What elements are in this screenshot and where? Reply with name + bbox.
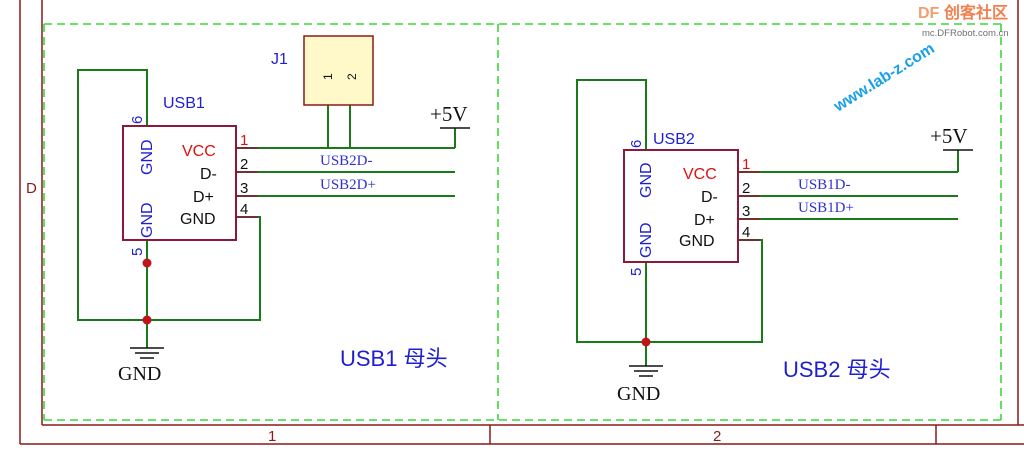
usb1-gnd5-label: GND: [139, 202, 156, 238]
usb2-connector: USB2 6 GND GND 5 VCC D- D+ GND 1 2 3 4: [576, 79, 959, 366]
usb1-pin6-num: 6: [129, 116, 146, 124]
power-5v-symbol-1: +5V: [430, 102, 470, 129]
watermark: DF 创客社区 mc.DFRobot.com.cn www.lab-z.com: [830, 3, 1008, 116]
usb1-pin1-num: 1: [240, 132, 248, 149]
ground-symbol-2: [629, 365, 663, 377]
watermark-brand-df: DF: [918, 5, 940, 22]
j1-body: [303, 35, 374, 106]
power-5v-symbol-2: +5V: [930, 124, 973, 151]
net-usb2d-plus: USB2D+: [320, 177, 376, 193]
usb2-pin6-num: 6: [628, 140, 645, 148]
frame-col-label-1: 1: [268, 428, 276, 445]
zone-outline: [43, 23, 1004, 421]
power-5v-label-2: +5V: [930, 124, 968, 148]
usb1-title: USB1 母头: [340, 346, 448, 371]
j1-ref: J1: [271, 51, 288, 68]
ground-label-2: GND: [617, 383, 660, 405]
usb2-dplus-label: D+: [694, 212, 715, 229]
usb2-pin4-num: 4: [742, 224, 750, 241]
watermark-brand-cn: 创客社区: [943, 3, 1008, 22]
usb2-pin3-num: 3: [742, 203, 750, 220]
usb1-dminus-label: D-: [200, 166, 217, 183]
usb2-gnd5-label: GND: [638, 222, 655, 258]
usb1-ref: USB1: [163, 95, 205, 112]
usb1-pin4-num: 4: [240, 201, 248, 218]
net-usb2d-minus: USB2D-: [320, 153, 373, 169]
usb1-gnd4-label: GND: [180, 211, 216, 228]
usb2-gnd6-label: GND: [638, 162, 655, 198]
watermark-brand-url: mc.DFRobot.com.cn: [922, 28, 1009, 39]
usb1-pin5-num: 5: [129, 248, 146, 256]
usb2-pin5-num: 5: [628, 268, 645, 276]
usb1-body: [122, 125, 237, 241]
usb2-pin2-num: 2: [742, 180, 750, 197]
net-usb1d-plus: USB1D+: [798, 200, 854, 216]
j1-pin2: 2: [345, 73, 359, 80]
usb2-gnd-junction-dot: [641, 337, 651, 347]
usb1-connector: USB1 6 GND GND 5 VCC D- D+ GND 1 2 3 4: [77, 69, 456, 348]
usb2-pin1-num: 1: [742, 156, 750, 173]
usb2-body: [623, 149, 739, 263]
usb1-pin3-num: 3: [240, 180, 248, 197]
frame-row-label: D: [26, 180, 37, 197]
usb1-gnd-junction-dot: [142, 315, 152, 325]
watermark-site: www.lab-z.com: [830, 40, 937, 116]
ground-label-1: GND: [118, 363, 161, 385]
usb1-vcc-label: VCC: [182, 143, 216, 160]
usb2-gnd4-label: GND: [679, 233, 715, 250]
usb2-vcc-label: VCC: [683, 166, 717, 183]
usb1-gnd6-label: GND: [139, 139, 156, 175]
usb2-ref: USB2: [653, 131, 695, 148]
usb2-title: USB2 母头: [783, 357, 891, 382]
usb1-dplus-label: D+: [193, 189, 214, 206]
j1-header: J1 1 2: [271, 35, 374, 106]
usb1-pin2-num: 2: [240, 156, 248, 173]
net-usb1d-minus: USB1D-: [798, 177, 851, 193]
power-5v-label-1: +5V: [430, 102, 468, 126]
usb1-junction-dot: [142, 258, 152, 268]
j1-pin1: 1: [321, 73, 335, 80]
ground-symbol-1: [130, 347, 164, 359]
usb2-dminus-label: D-: [701, 189, 718, 206]
frame-col-label-2: 2: [713, 428, 721, 445]
sheet-frame: [19, 0, 1024, 445]
